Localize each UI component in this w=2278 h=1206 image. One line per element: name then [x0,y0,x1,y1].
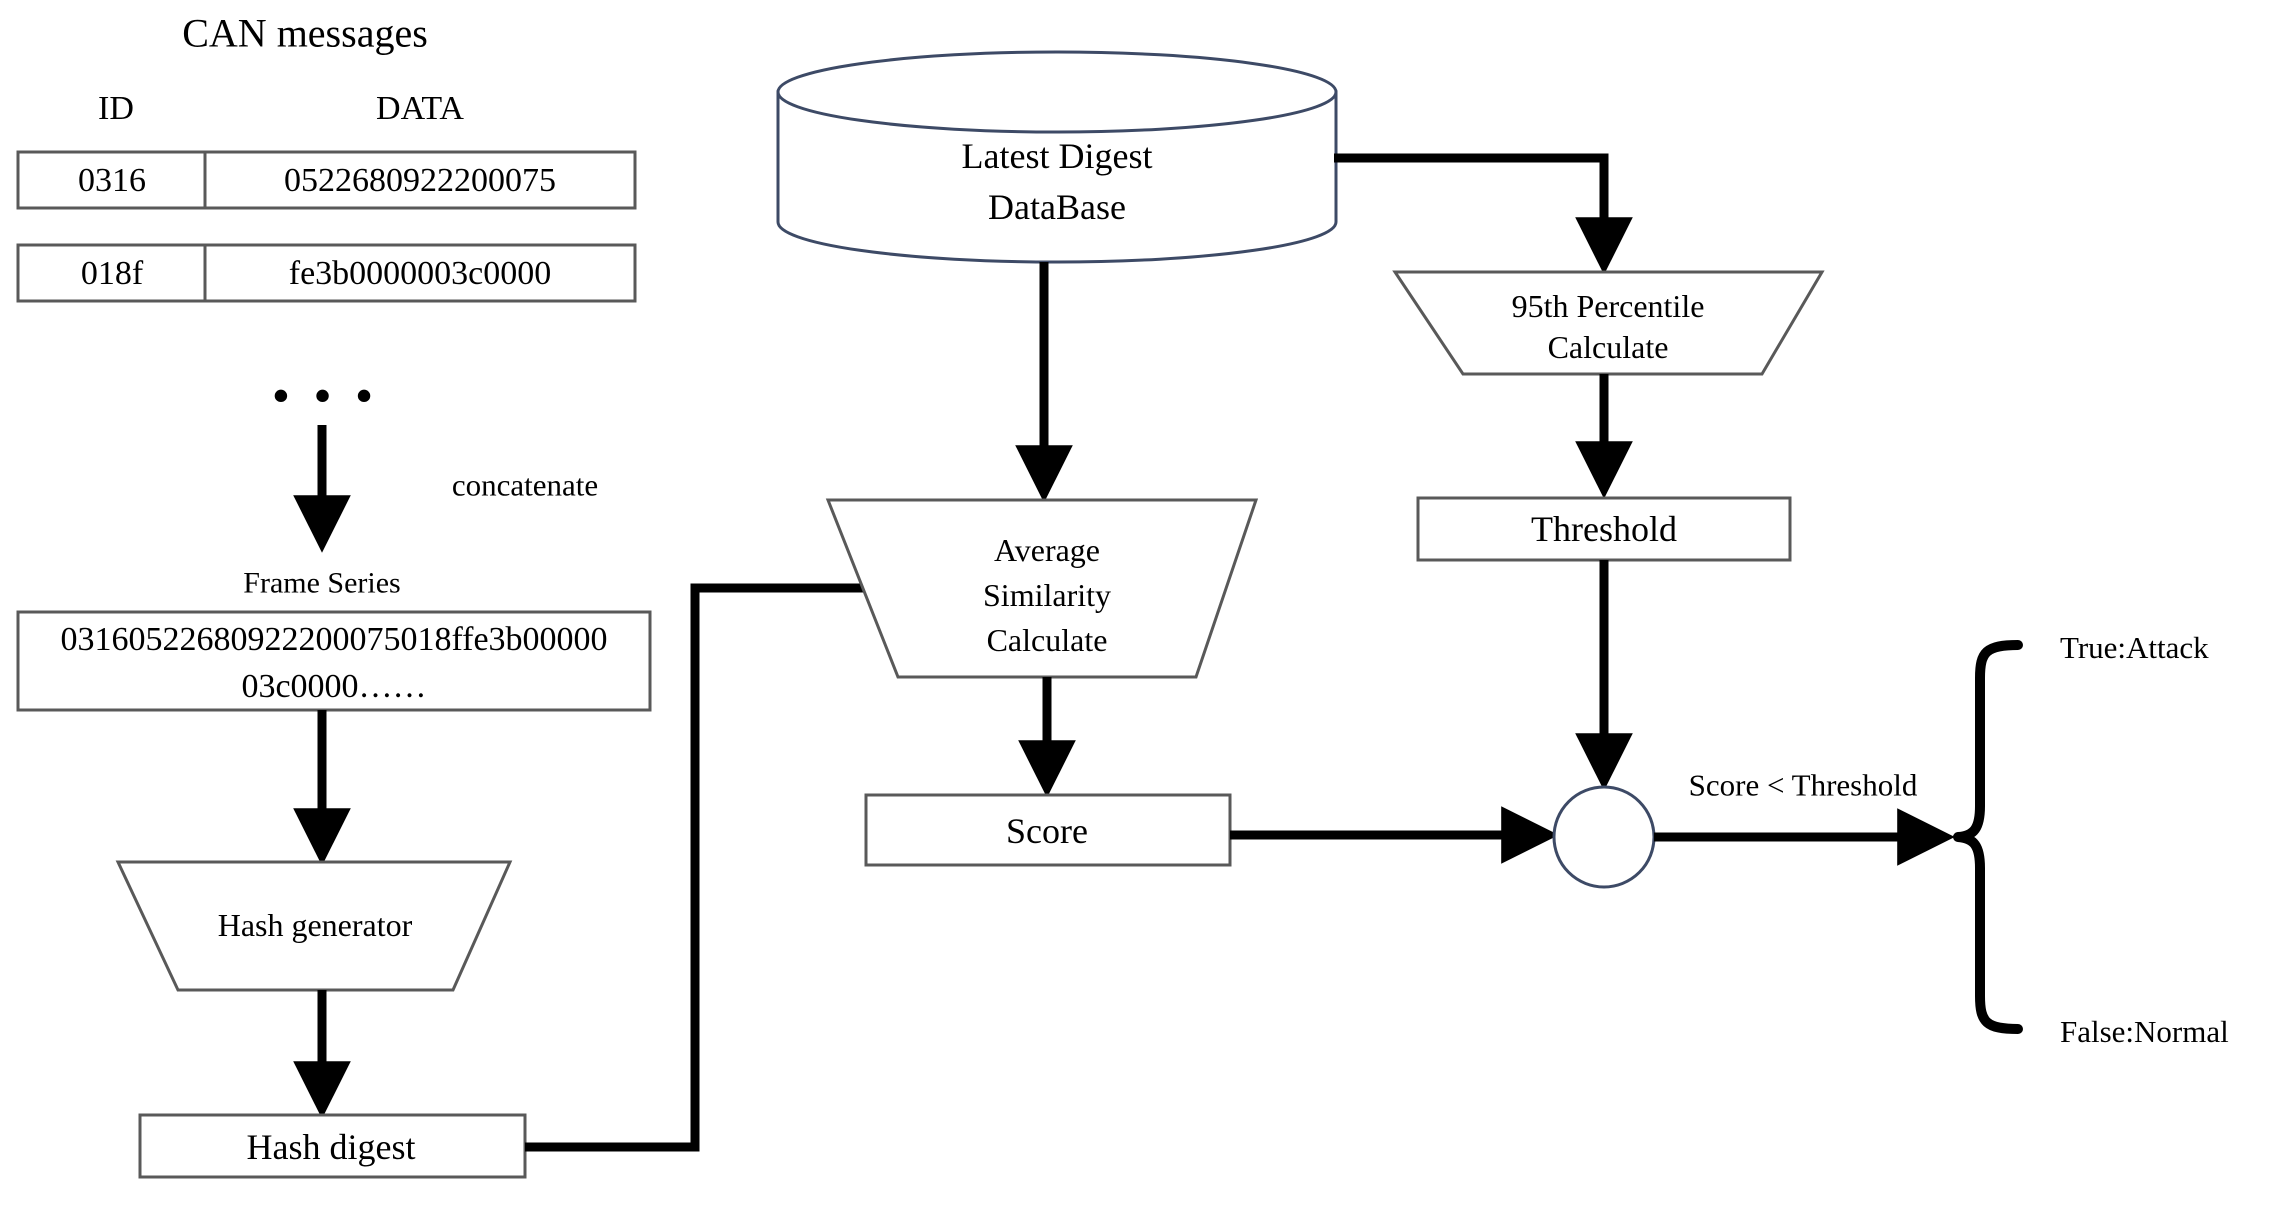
frame-series-value-line1: 03160522680922200075018ffe3b00000 [60,620,608,658]
score-label: Score [1006,810,1088,851]
outcome-true-attack-label: True:Attack [2060,630,2209,665]
average-similarity-label-line1: Average [994,532,1100,569]
digest-to-avgsim-connector [525,583,872,1152]
edge-label-score-vs-threshold: Score < Threshold [1688,767,1918,803]
latest-digest-db-label-line1: Latest Digest [961,135,1153,176]
column-header-data: DATA [376,89,464,127]
edge-label-concatenate: concatenate [451,467,599,503]
column-header-id: ID [98,89,134,127]
latest-digest-db-label-line2: DataBase [988,186,1126,227]
percentile-calculate-label-line1: 95th Percentile [1511,288,1705,325]
outcome-brace-shape [1953,640,2023,1034]
threshold-label: Threshold [1531,508,1677,549]
decision-circle-shape [1552,785,1656,889]
average-similarity-label-line3: Calculate [986,622,1108,659]
can-row-2-data: fe3b0000003c0000 [288,254,552,292]
ellipsis-icon: • • • [272,369,380,421]
can-row-1-id: 0316 [78,161,146,199]
percentile-calculate-label-line2: Calculate [1547,329,1669,366]
db-to-percentile-connector [1334,153,1633,275]
frame-series-value-line2: 03c0000…… [241,667,427,705]
can-messages-title: CAN messages [182,10,428,56]
can-row-1-data: 0522680922200075 [284,161,556,199]
hash-generator-label: Hash generator [217,907,413,944]
outcome-false-normal-label: False:Normal [2060,1014,2229,1049]
can-row-2-id: 018f [80,254,144,292]
average-similarity-label-line2: Similarity [983,577,1111,614]
frame-series-label: Frame Series [243,566,401,600]
hash-digest-label: Hash digest [246,1126,416,1167]
